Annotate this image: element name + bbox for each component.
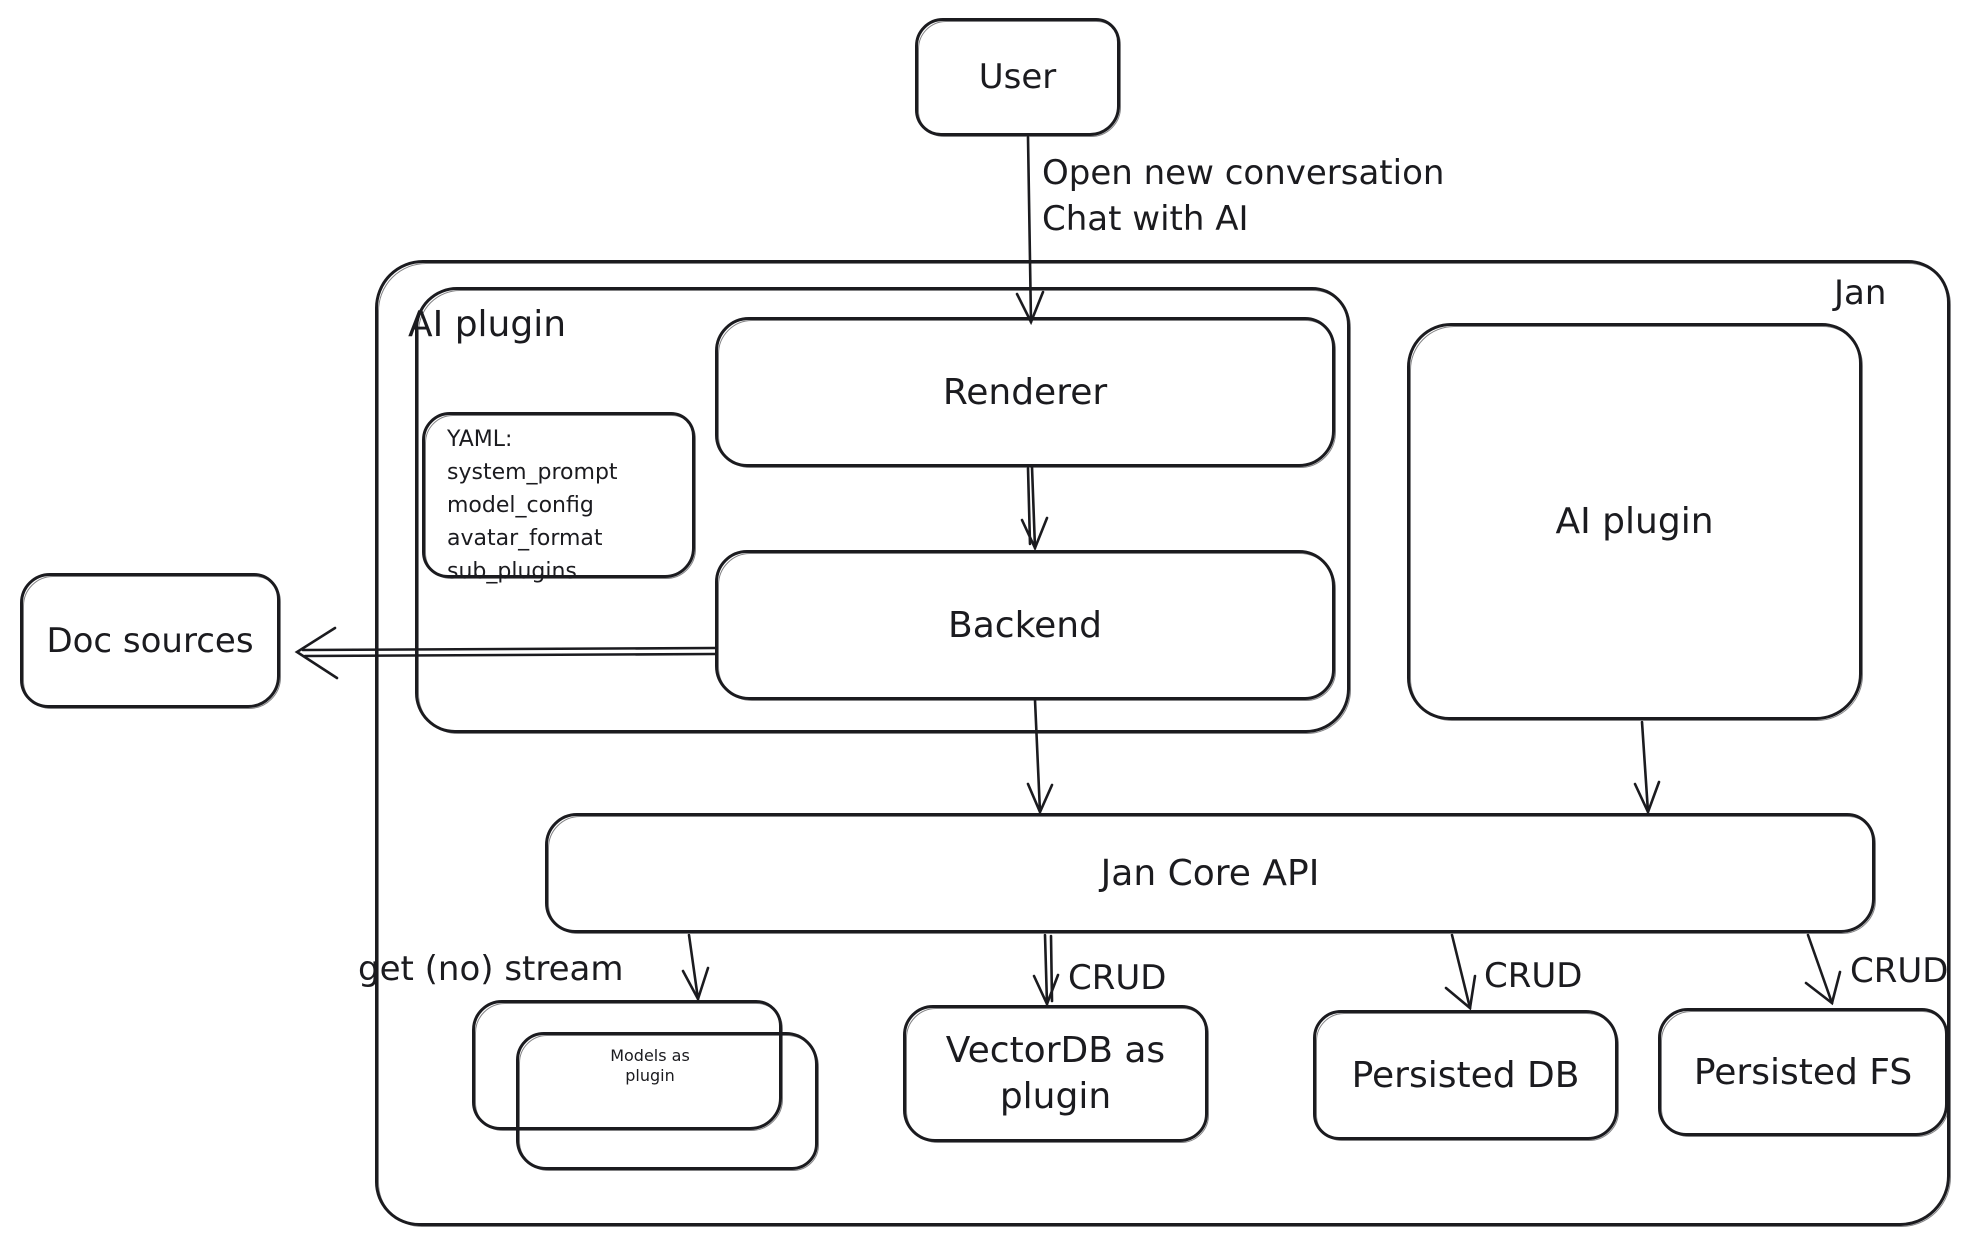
label-crud-vectordb: CRUD <box>1068 958 1167 998</box>
user-label: User <box>978 57 1057 97</box>
yaml-note-line: avatar_format <box>447 526 603 551</box>
yaml-note-line: system_prompt <box>447 460 618 485</box>
vectordb-node: VectorDB as plugin <box>903 1005 1208 1142</box>
renderer-node: Renderer <box>715 317 1335 467</box>
ai-plugin-label: AI plugin <box>1555 501 1714 542</box>
persisted-fs-node: Persisted FS <box>1658 1008 1948 1136</box>
doc-sources-label: Doc sources <box>46 620 254 661</box>
ai-plugin-group-label: AI plugin <box>408 304 567 345</box>
yaml-note-title: YAML: <box>447 427 513 452</box>
backend-label: Backend <box>948 604 1102 646</box>
vectordb-label-line1: VectorDB as <box>945 1029 1166 1071</box>
models-as-plugin-label: Models as plugin <box>610 1046 690 1085</box>
label-open-new-conversation: Open new conversation Chat with AI <box>1042 153 1445 239</box>
backend-node: Backend <box>715 550 1335 700</box>
vectordb-label-line2: plugin <box>999 1075 1112 1117</box>
jan-container <box>375 260 1950 1226</box>
yaml-note: YAML: system_prompt model_config avatar_… <box>422 412 695 584</box>
label-get-no-stream: get (no) stream <box>358 949 624 989</box>
yaml-note-line: model_config <box>447 493 594 518</box>
models-as-plugin-inner-box <box>516 1032 818 1170</box>
yaml-note-line: sub_plugins <box>447 559 577 584</box>
persisted-db-node: Persisted DB <box>1313 1010 1618 1140</box>
label-crud-persisted-db: CRUD <box>1484 956 1583 996</box>
label-crud-persisted-fs: CRUD <box>1850 951 1949 991</box>
jan-container-label: Jan <box>1834 273 1887 313</box>
user-node: User <box>915 18 1120 136</box>
jan-core-api-node: Jan Core API <box>545 813 1875 933</box>
persisted-fs-label: Persisted FS <box>1693 1051 1913 1093</box>
ai-plugin-node: AI plugin <box>1407 323 1862 720</box>
persisted-db-label: Persisted DB <box>1351 1054 1580 1096</box>
jan-core-api-label: Jan Core API <box>1100 852 1320 894</box>
renderer-label: Renderer <box>942 371 1108 413</box>
ai-plugin-group <box>415 287 1350 733</box>
doc-sources-node: Doc sources <box>20 573 280 708</box>
